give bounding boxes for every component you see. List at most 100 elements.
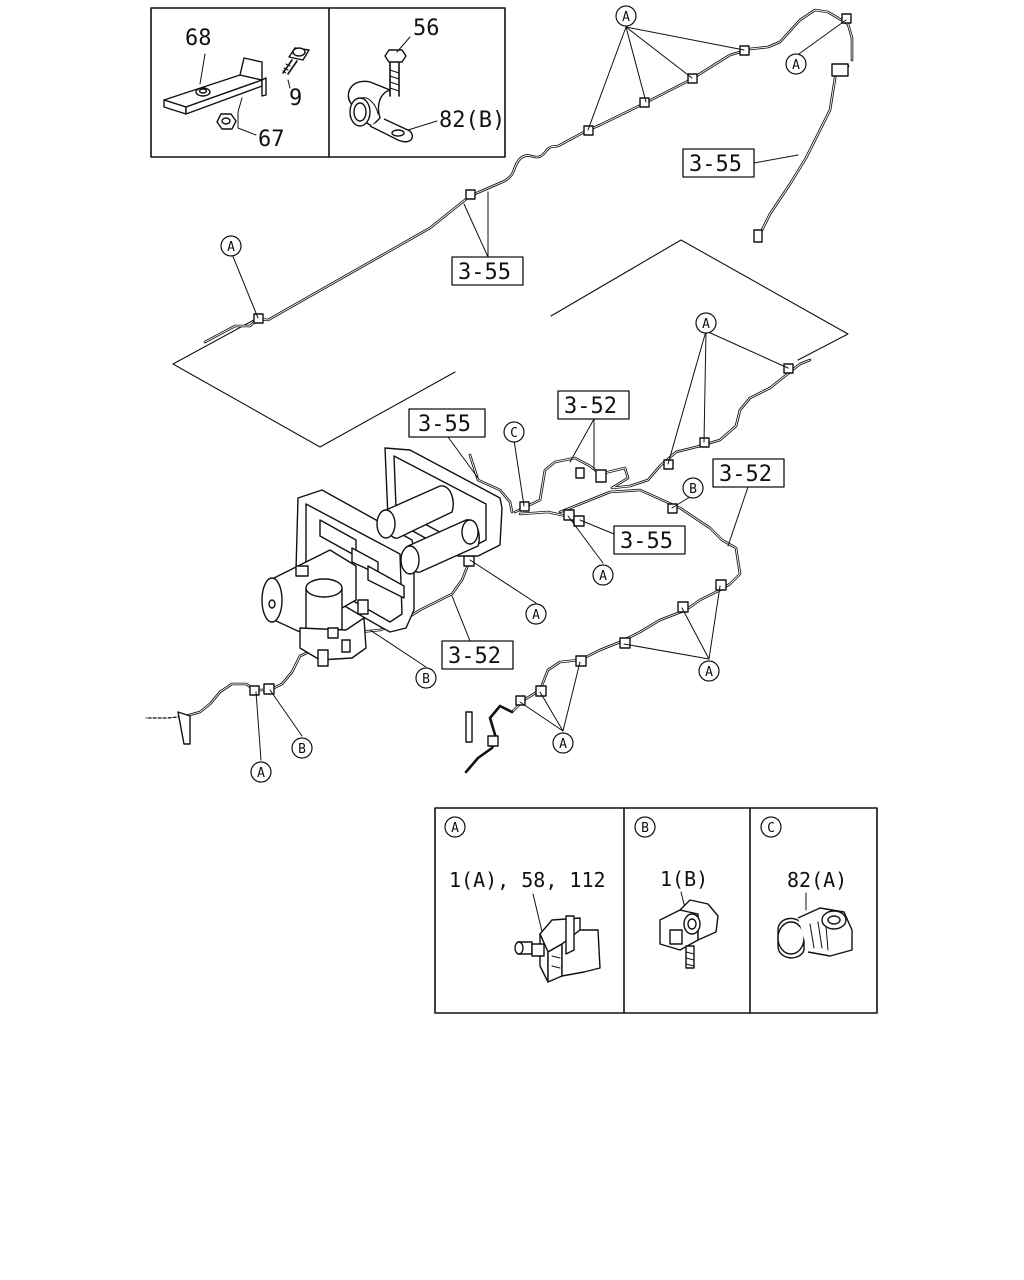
callout-a: A — [552, 732, 574, 754]
clamp-illustration — [347, 80, 414, 143]
legend-a: A 1(A), 58, 112 — [444, 816, 606, 983]
pipe-3-52-mid — [513, 358, 812, 514]
callout-a: A — [592, 564, 614, 586]
legend-b-parts: 1(B) — [660, 867, 708, 891]
clip-c-illustration — [777, 907, 853, 959]
clip — [573, 515, 585, 527]
clip — [687, 73, 698, 84]
clip — [739, 45, 750, 56]
svg-text:B: B — [298, 742, 306, 757]
frame-plane-right — [550, 239, 849, 361]
top-inset-frame — [150, 7, 506, 158]
legend-a-parts: 1(A), 58, 112 — [449, 868, 606, 892]
joint — [575, 467, 585, 479]
pipe-clips — [177, 13, 852, 747]
svg-text:B: B — [689, 482, 697, 497]
bracket-lower-left — [177, 711, 191, 745]
clip — [263, 683, 275, 695]
clip — [841, 13, 852, 24]
legend-a-badge — [444, 816, 466, 838]
ref-label-upper-mid: 3-55 — [458, 260, 511, 285]
leader-56 — [396, 36, 411, 53]
valve-unit-assembly — [261, 447, 503, 667]
part-label-68: 68 — [185, 26, 212, 51]
clip — [253, 313, 264, 324]
legend-b-badge — [634, 816, 656, 838]
callout-b: B — [291, 737, 313, 759]
clip — [583, 125, 594, 136]
leader-9 — [287, 79, 291, 89]
svg-text:C: C — [510, 426, 518, 441]
ref-label-mid-top: 3-52 — [564, 394, 617, 419]
clip — [677, 601, 689, 613]
svg-text:A: A — [559, 737, 567, 752]
svg-text:A: A — [792, 58, 800, 73]
svg-text:A: A — [702, 317, 710, 332]
callout-a: A — [220, 235, 242, 257]
callout-leaders — [231, 19, 847, 761]
leader-82b — [407, 120, 438, 131]
legend-b-letter: B — [641, 821, 649, 836]
part-label-82b: 82(B) — [439, 108, 505, 133]
hose-end-fitting — [753, 229, 763, 243]
callout-c: C — [503, 421, 525, 443]
part-label-9: 9 — [289, 86, 302, 111]
leader-67 — [237, 97, 257, 136]
ref-label-lower-mid: 3-55 — [620, 529, 673, 554]
clip — [575, 655, 587, 667]
callout-a: A — [525, 603, 547, 625]
legend-a-letter: A — [451, 821, 459, 836]
clip-b-illustration — [659, 899, 719, 969]
svg-text:B: B — [422, 672, 430, 687]
clip-a-illustration — [514, 915, 601, 983]
legend-frame — [434, 807, 878, 1014]
ref-label-lower-left: 3-52 — [448, 644, 501, 669]
clip — [783, 363, 794, 374]
clip — [639, 97, 650, 108]
legend-c-badge — [760, 816, 782, 838]
callout-a: A — [695, 312, 717, 334]
svg-text:A: A — [257, 766, 265, 781]
callout-b: B — [682, 477, 704, 499]
top-inset: 68 9 67 56 82(B) — [150, 7, 506, 158]
callout-a: A — [785, 53, 807, 75]
legend-c-parts: 82(A) — [787, 868, 847, 892]
legend-b: B 1(B) — [634, 816, 719, 969]
ref-label-upper-right: 3-55 — [689, 152, 742, 177]
callout-circles: A A A A C B A A B A A B A — [220, 5, 807, 783]
callout-a: A — [250, 761, 272, 783]
clip — [535, 685, 547, 697]
ref-label-right: 3-52 — [719, 462, 772, 487]
clip — [249, 685, 260, 696]
bolt-illustration — [282, 47, 310, 75]
clip — [619, 637, 631, 649]
clip — [563, 509, 575, 521]
clip — [463, 555, 475, 567]
ref-label-mid-left: 3-55 — [418, 412, 471, 437]
legend-c-letter: C — [767, 821, 775, 836]
svg-text:A: A — [622, 10, 630, 25]
clip — [515, 695, 526, 706]
legend-c: C 82(A) — [760, 816, 853, 959]
clip — [519, 501, 530, 512]
joint — [595, 469, 607, 483]
callout-a: A — [698, 660, 720, 682]
svg-text:A: A — [532, 608, 540, 623]
part-label-67: 67 — [258, 127, 285, 152]
callout-b: B — [415, 667, 437, 689]
leader-68 — [199, 53, 206, 85]
clip — [465, 189, 476, 200]
clip — [663, 459, 674, 470]
frame-plane-left — [172, 314, 456, 448]
clip — [667, 503, 678, 514]
nut-illustration — [216, 113, 237, 130]
svg-text:A: A — [599, 569, 607, 584]
bracket-illustration — [163, 57, 267, 115]
ref-box — [408, 408, 486, 438]
clip — [487, 735, 499, 747]
ref-box — [441, 640, 514, 670]
clamp-bolt-illustration — [384, 49, 407, 97]
svg-text:A: A — [705, 665, 713, 680]
clip-legend: A 1(A), 58, 112 B 1(B) — [434, 807, 878, 1014]
